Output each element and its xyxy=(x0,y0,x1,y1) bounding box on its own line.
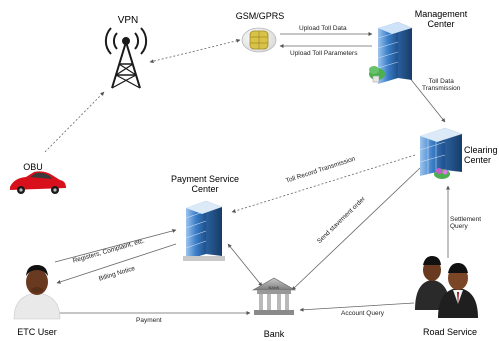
payment-label-line1: Payment Service xyxy=(170,174,240,184)
edge-send-statement-order xyxy=(291,167,421,291)
clearing-center-label: Clearing Center xyxy=(464,145,499,165)
edge-billing-notice xyxy=(56,243,177,284)
edge-vpn-gsm xyxy=(149,38,241,64)
vpn-tower-icon xyxy=(104,27,148,89)
gsm-label: GSM/GPRS xyxy=(235,11,285,21)
settlement-query-line2: Query xyxy=(450,223,468,230)
settlement-query-line1: Settlement xyxy=(450,216,482,223)
road-service-people-icon xyxy=(415,256,478,318)
edge-label-upload-toll-parameters: Upload Toll Parameters xyxy=(290,50,358,57)
clearing-label-line2: Center xyxy=(464,155,492,165)
edge-registers-complaint xyxy=(54,228,177,263)
road-service-label: Road Service xyxy=(422,327,478,337)
edge-payment-bank xyxy=(227,243,263,287)
etc-user-person-icon xyxy=(13,265,61,320)
toll-data-transmission-line1: Toll Data xyxy=(428,78,454,85)
edge-toll-data-transmission xyxy=(404,71,446,123)
bank-sign: BANK xyxy=(269,285,280,290)
gsm-chip-icon xyxy=(241,27,277,53)
edge-label-toll-data-transmission: Toll Data Transmission xyxy=(422,78,460,92)
etc-user-label: ETC User xyxy=(17,327,57,337)
management-label-line1: Management xyxy=(414,9,468,19)
management-center-label: Management Center xyxy=(396,9,486,29)
bank-building-icon xyxy=(251,277,297,315)
edge-obu-vpn xyxy=(44,91,105,153)
payment-service-building-icon xyxy=(183,201,225,261)
management-label-line2: Center xyxy=(427,19,455,29)
edge-account-query xyxy=(299,302,415,312)
edge-label-account-query: Account Query xyxy=(341,310,384,317)
management-center-building-icon xyxy=(369,22,412,84)
edge-label-upload-toll-data: Upload Toll Data xyxy=(299,25,347,32)
bank-label: Bank xyxy=(263,329,285,339)
edge-toll-record-transmission xyxy=(231,154,416,213)
payment-label-line2: Center xyxy=(191,184,219,194)
vpn-label: VPN xyxy=(117,15,139,26)
edge-label-payment: Payment xyxy=(136,317,162,324)
connectors xyxy=(44,32,450,315)
payment-service-center-label: Payment Service Center xyxy=(160,174,250,194)
obu-label: OBU xyxy=(23,162,43,172)
clearing-center-building-icon xyxy=(419,128,462,179)
clearing-label-line1: Clearing xyxy=(464,145,498,155)
obu-car-icon xyxy=(10,171,66,194)
edge-label-settlement-query: Settlement Query xyxy=(450,216,481,230)
toll-data-transmission-line2: Transmission xyxy=(422,85,461,92)
